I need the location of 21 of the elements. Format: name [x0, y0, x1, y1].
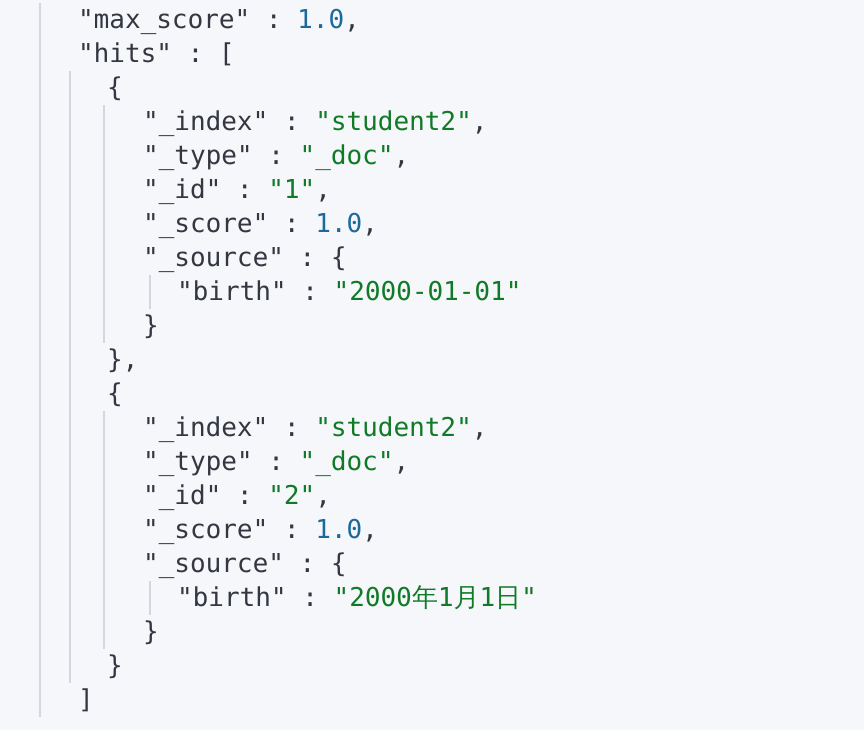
- code-line: "_type" : "_doc",: [143, 447, 410, 477]
- code-line: }: [107, 651, 123, 681]
- code-line: }: [143, 617, 159, 647]
- code-line: ]: [78, 685, 94, 715]
- code-line: "_score" : 1.0,: [143, 209, 378, 239]
- code-line: "birth" : "2000-01-01": [177, 277, 522, 307]
- code-line: {: [107, 379, 123, 409]
- code-line: "max_score" : 1.0,: [78, 5, 360, 35]
- code-line: "_type" : "_doc",: [143, 141, 410, 171]
- code-line: "_index" : "student2",: [143, 413, 488, 443]
- code-line: },: [107, 345, 138, 375]
- code-line: }: [143, 311, 159, 341]
- code-line: "_source" : {: [143, 243, 346, 273]
- code-line: "_score" : 1.0,: [143, 515, 378, 545]
- code-line: "_id" : "1",: [143, 175, 331, 205]
- code-line: "_source" : {: [143, 549, 346, 579]
- code-line: "birth" : "2000年1月1日": [177, 583, 537, 613]
- code-line: {: [107, 73, 123, 103]
- code-line: "_id" : "2",: [143, 481, 331, 511]
- code-line: "hits" : [: [78, 39, 235, 69]
- code-line: "_index" : "student2",: [143, 107, 488, 137]
